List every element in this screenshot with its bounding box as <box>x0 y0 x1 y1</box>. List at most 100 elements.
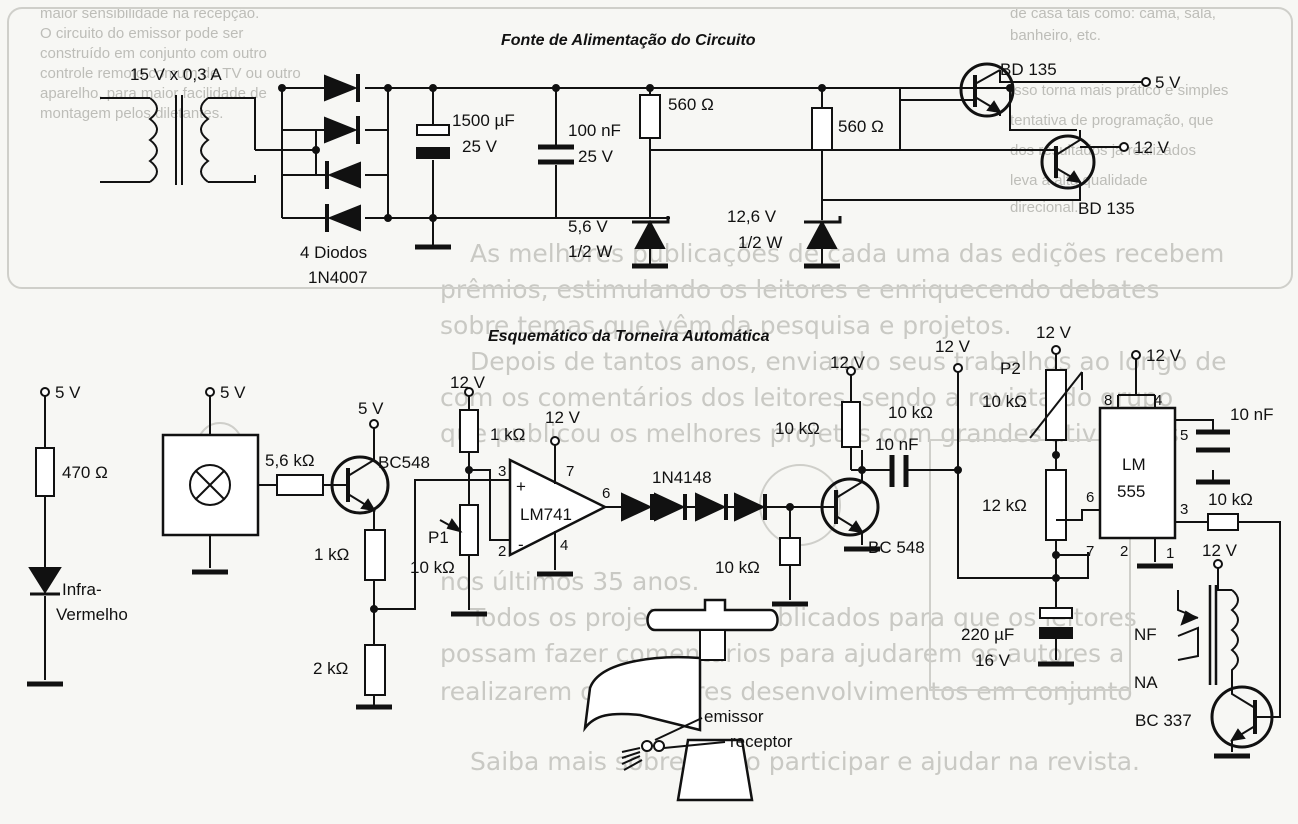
receiver-lamp-cross <box>195 470 225 500</box>
output-wire <box>1175 521 1281 710</box>
lm741-triangle <box>508 457 608 558</box>
lm741-pin-6: 6 <box>602 485 610 502</box>
junction <box>465 466 473 474</box>
junction <box>954 466 962 474</box>
transformer-secondary <box>200 97 210 183</box>
supply-12v-label-b: 12 V <box>545 408 581 427</box>
lm555-pin-1: 1 <box>1166 545 1174 562</box>
bg-right-line-4: tentativa de programação, que <box>1010 112 1213 129</box>
p2-label: P2 <box>1000 359 1021 378</box>
bd135-b-wires <box>822 88 1077 151</box>
lm741-label: LM741 <box>520 505 572 524</box>
bg-left-line-5: aparelho, para maior facilidade de <box>40 85 267 102</box>
lm741-pin-3: 3 <box>498 463 506 480</box>
res-10k-a-body <box>779 537 801 566</box>
bg-body-line-1: As melhores publicações de cada uma das … <box>470 239 1224 268</box>
main-cap-plate-positive <box>416 124 450 136</box>
out-12v-label: 12 V <box>1134 138 1170 157</box>
supply-5v-terminal-b <box>205 387 215 397</box>
res-2k-body <box>364 644 386 696</box>
res-10k-d-label: 10 kΩ <box>1208 490 1253 509</box>
p1-value-label: 10 kΩ <box>410 558 455 577</box>
cap-10nf-b-label: 10 nF <box>1230 405 1273 424</box>
diode-1n4148-2 <box>654 492 686 522</box>
bridge-label-line1: 4 Diodos <box>300 243 367 262</box>
diode-1n4148-1 <box>621 492 653 522</box>
zener-b <box>806 219 838 249</box>
cap-10nf-a-label: 10 nF <box>875 435 918 454</box>
bd135-b-leads <box>822 130 1081 201</box>
junction <box>1006 84 1014 92</box>
res-1k-b-label: 1 kΩ <box>490 425 525 444</box>
p1-label: P1 <box>428 528 449 547</box>
faucet-spout <box>583 655 702 733</box>
res-a-body <box>639 94 661 139</box>
bg-right-line-3: Isso torna mais prático e simples <box>1010 82 1228 99</box>
res-a-value: 560 Ω <box>668 95 714 114</box>
tap-section: 5 V 470 Ω Infra- Vermelho 5 V 5,6 kΩ 5 V… <box>27 323 1281 802</box>
res-5k6-body <box>276 474 324 496</box>
filter-cap-voltage: 25 V <box>578 147 614 166</box>
lm555-pin-7: 7 <box>1086 543 1094 560</box>
lm555-body <box>1098 406 1177 540</box>
bridge-diode-4 <box>327 204 361 232</box>
bc548-b-body <box>820 477 880 537</box>
lm741-pin-2: 2 <box>498 543 506 560</box>
transformer-primary <box>148 97 158 183</box>
transformer-label: 15 V x 0,3 A <box>130 65 222 84</box>
bg-body-line-2: prêmios, estimulando os leitores e enriq… <box>440 275 1159 304</box>
supply-12v-terminal-e <box>1051 345 1061 355</box>
relay-supply-wire <box>1217 568 1232 591</box>
lm555-pin-8: 8 <box>1104 392 1112 409</box>
zener-b-voltage: 12,6 V <box>727 207 777 226</box>
cap-220-voltage: 16 V <box>975 651 1011 670</box>
bg-right-line-1: de casa tais como: cama, sala, <box>1010 5 1216 22</box>
junction <box>278 84 286 92</box>
supply-12v-terminal-b <box>550 436 560 446</box>
zener-a-power: 1/2 W <box>568 242 612 261</box>
bc548-a-to-opamp-wire <box>374 479 510 610</box>
sensor-beam-icon <box>621 747 643 771</box>
bd135-b-arrow <box>1066 170 1082 184</box>
res-1k-a-label: 1 kΩ <box>314 545 349 564</box>
cap-220-value: 220 µF <box>961 625 1014 644</box>
sensor-label-leaders <box>654 717 726 749</box>
relay-coil <box>1230 589 1239 690</box>
zener-a-voltage: 5,6 V <box>568 217 608 236</box>
out-5v-terminal <box>1141 77 1151 87</box>
bg-left-line-2: O circuito do emissor pode ser <box>40 25 243 42</box>
res-1k-a-body <box>364 529 386 581</box>
secondary-wires <box>208 97 316 183</box>
faucet-stem <box>699 629 726 661</box>
bridge-diode-2 <box>324 116 358 144</box>
receiver-label: receptor <box>730 732 793 751</box>
bg-body-line-7: nos últimos 35 anos. <box>440 567 699 596</box>
cap-220-plate-positive <box>1039 607 1073 619</box>
bc337-arrow <box>1230 728 1246 742</box>
p1-body <box>459 504 479 556</box>
supply-12v-label-g: 12 V <box>1202 541 1238 560</box>
supply-5v-label-a: 5 V <box>55 383 81 402</box>
bg-body-line-11: Saiba mais sobre como participar e ajuda… <box>470 747 1140 776</box>
lm555-pin-6: 6 <box>1086 489 1094 506</box>
res-10k-c-label: 10 kΩ <box>888 403 933 422</box>
bg-body-line-9: possam fazer comentários para ajudarem o… <box>440 639 1124 668</box>
res-10k-a-label: 10 kΩ <box>715 558 760 577</box>
filter-cap-value: 100 nF <box>568 121 621 140</box>
zener-b-bar <box>804 216 842 224</box>
res-12k-body <box>1045 469 1067 541</box>
power-supply-section: 15 V x 0,3 A 4 Diodos 1N4007 1500 <box>100 60 1181 287</box>
bd135-b-body <box>1040 134 1096 190</box>
bd135-b-label: BD 135 <box>1078 199 1135 218</box>
bg-left-line-3: construído em conjunto com outro <box>40 45 267 62</box>
bg-ghost-circle <box>759 464 841 546</box>
emitter-label: emissor <box>704 707 764 726</box>
bg-ghost-box <box>929 439 1131 691</box>
bridge-label-line2: 1N4007 <box>308 268 368 287</box>
relay-core <box>1208 585 1218 685</box>
junction <box>1052 574 1060 582</box>
supply-12v-label-f: 12 V <box>1146 346 1182 365</box>
supply-12v-label-e: 12 V <box>1036 323 1072 342</box>
supply-12v-terminal-d <box>953 363 963 373</box>
ac-input-wires <box>100 97 150 183</box>
